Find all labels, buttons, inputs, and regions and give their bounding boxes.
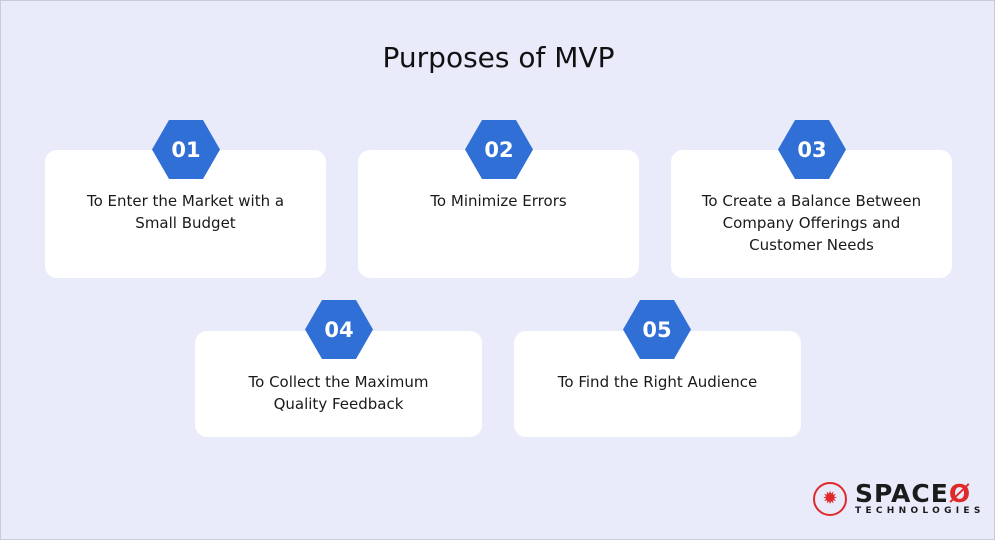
card-text: To Enter the Market with a Small Budget	[86, 192, 285, 232]
purpose-card-2: To Minimize Errors	[358, 150, 639, 278]
logo-name: SPACE	[855, 479, 949, 508]
logo-subtitle: TECHNOLOGIES	[855, 506, 985, 516]
number-badge-4: 04	[305, 300, 373, 359]
page-title: Purposes of MVP	[382, 41, 615, 74]
card-text: To Collect the Maximum Quality Feedback	[248, 373, 429, 413]
logo-mark: Ø	[948, 479, 972, 508]
company-logo: ✹ SPACEØ TECHNOLOGIES	[813, 481, 985, 516]
card-text: To Find the Right Audience	[557, 373, 758, 391]
card-text: To Create a Balance Between Company Offe…	[701, 192, 922, 254]
card-text: To Minimize Errors	[430, 192, 567, 210]
maple-leaf-icon: ✹	[813, 481, 847, 516]
